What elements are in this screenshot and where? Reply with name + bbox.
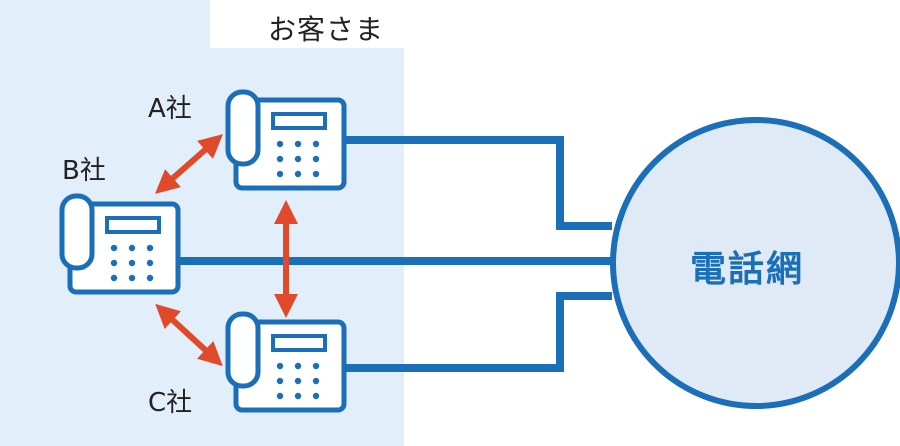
- customer-area-bg-top-left: [0, 0, 44, 48]
- network-circle: [610, 117, 900, 409]
- company-label-c: C社: [148, 388, 193, 418]
- network-label: 電話網: [690, 249, 805, 290]
- line-a: [346, 136, 612, 230]
- arrow-a-b: [154, 134, 224, 194]
- arrow-b-c: [155, 303, 223, 367]
- line-c: [346, 292, 612, 372]
- company-label-a: A社: [148, 94, 192, 124]
- phone-icon-b: [59, 193, 181, 295]
- company-label-b: B社: [62, 156, 106, 186]
- phone-icon-a: [225, 89, 347, 191]
- phone-icon-c: [225, 311, 347, 413]
- customer-label: お客さま: [268, 13, 385, 46]
- customer-area-bg-top-mid: [44, 0, 210, 48]
